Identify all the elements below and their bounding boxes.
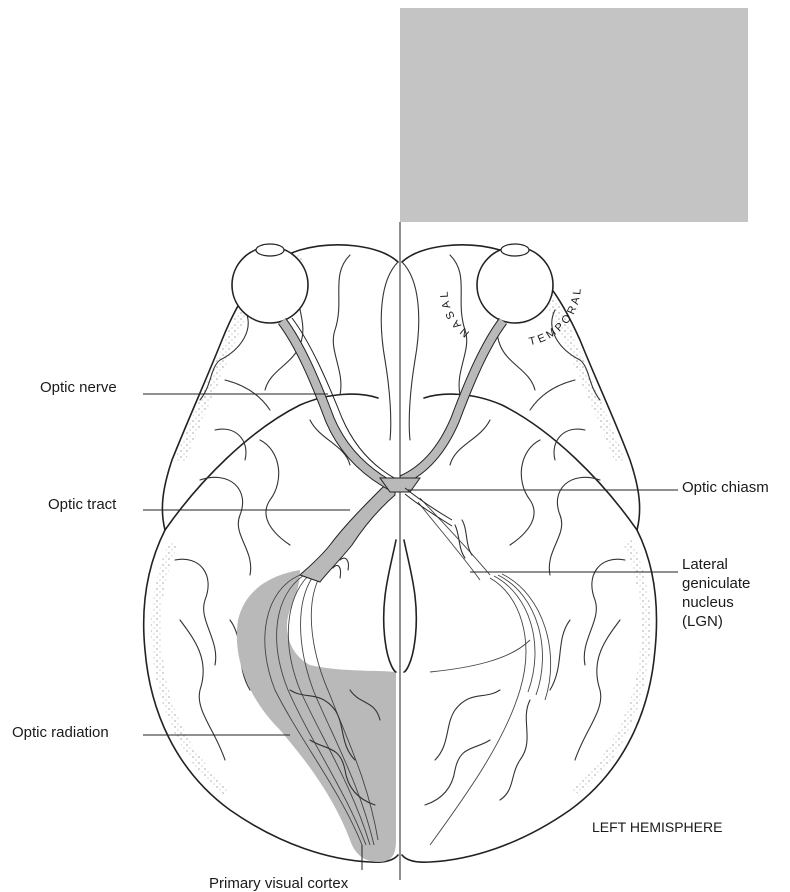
lgn-label-line1: Lateral bbox=[682, 556, 728, 573]
lgn-label-line2: geniculate bbox=[682, 575, 750, 592]
lgn-label-line4: (LGN) bbox=[682, 613, 723, 630]
optic-pathway bbox=[232, 244, 553, 526]
nasal-label: NASAL bbox=[438, 288, 471, 339]
right-cornea bbox=[501, 244, 529, 256]
gray-placeholder-box bbox=[400, 8, 748, 222]
optic-radiation-shading bbox=[237, 570, 396, 862]
left-cornea bbox=[256, 244, 284, 256]
primary-visual-cortex-label: Primary visual cortex bbox=[209, 875, 349, 892]
right-eyeball bbox=[477, 247, 553, 323]
optic-nerve-label: Optic nerve bbox=[40, 379, 117, 396]
brain-left-half bbox=[144, 245, 398, 862]
optic-tract-label: Optic tract bbox=[48, 496, 117, 513]
optic-tract-left bbox=[300, 478, 395, 582]
left-eyeball bbox=[232, 247, 308, 323]
optic-radiation-label: Optic radiation bbox=[12, 724, 109, 741]
lgn-label-line3: nucleus bbox=[682, 594, 734, 611]
optic-chiasm-label: Optic chiasm bbox=[682, 479, 769, 496]
left-hemisphere-label: LEFT HEMISPHERE bbox=[592, 819, 722, 835]
